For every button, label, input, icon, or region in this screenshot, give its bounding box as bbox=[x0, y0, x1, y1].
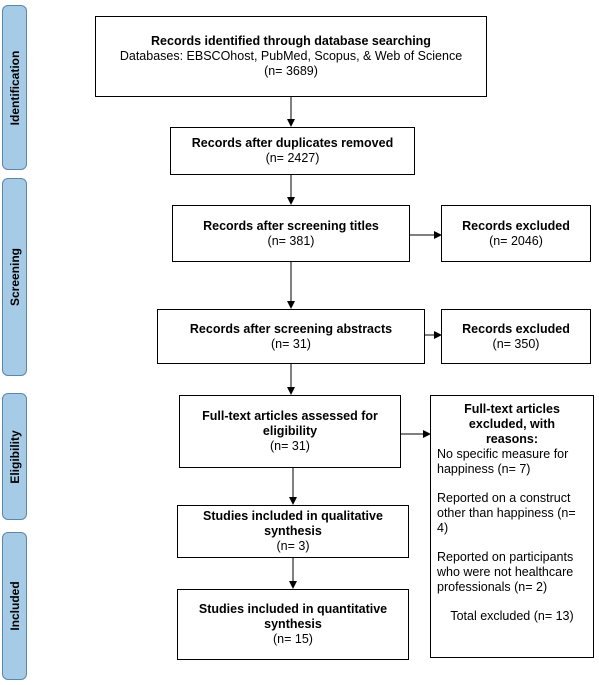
box-title: Records after screening abstracts bbox=[189, 321, 393, 336]
box-titles-excluded: Records excluded (n= 2046) bbox=[441, 205, 591, 262]
box-duplicates-removed: Records after duplicates removed (n= 242… bbox=[170, 127, 415, 175]
phase-eligibility: Eligibility bbox=[2, 393, 27, 520]
box-count: (n= 31) bbox=[270, 439, 310, 453]
box-title: Records excluded bbox=[462, 218, 570, 233]
box-title: Records identified through database sear… bbox=[151, 34, 431, 48]
phase-screening: Screening bbox=[2, 178, 27, 376]
box-qualitative-synthesis: Studies included in qualitative synthesi… bbox=[177, 505, 409, 558]
box-count: (n= 2046) bbox=[489, 233, 543, 248]
box-title: Studies included in qualitative synthesi… bbox=[203, 509, 383, 538]
box-count: (n= 15) bbox=[273, 632, 313, 646]
box-screening-titles: Records after screening titles (n= 381) bbox=[172, 205, 410, 262]
box-screening-abstracts: Records after screening abstracts (n= 31… bbox=[157, 309, 425, 364]
box-count: (n= 350) bbox=[492, 336, 540, 351]
exclusion-total: Total excluded (n= 13) bbox=[450, 609, 574, 623]
box-count: (n= 3689) bbox=[264, 64, 318, 78]
exclusion-reason: Reported on a construct other than happi… bbox=[437, 491, 576, 535]
box-fulltext-excluded: Full-text articles excluded, with reason… bbox=[430, 395, 594, 658]
box-count: (n= 31) bbox=[271, 336, 311, 351]
box-title: Full-text articles assessed for eligibil… bbox=[202, 409, 378, 438]
exclusion-reason: Reported on participants who were not he… bbox=[437, 550, 574, 594]
box-subtitle: Databases: EBSCOhost, PubMed, Scopus, & … bbox=[119, 49, 463, 63]
box-records-identified: Records identified through database sear… bbox=[95, 16, 487, 97]
box-title: Studies included in quantitative synthes… bbox=[198, 602, 388, 631]
phase-identification: Identification bbox=[2, 5, 27, 170]
box-fulltext-assessed: Full-text articles assessed for eligibil… bbox=[179, 395, 401, 468]
box-quantitative-synthesis: Studies included in quantitative synthes… bbox=[177, 589, 409, 660]
box-count: (n= 3) bbox=[276, 539, 310, 553]
box-title: Records after duplicates removed bbox=[191, 136, 394, 150]
box-title: Records excluded bbox=[462, 321, 570, 336]
phase-included: Included bbox=[2, 532, 27, 680]
box-title: Full-text articles excluded, with reason… bbox=[464, 402, 560, 446]
box-count: (n= 2427) bbox=[265, 151, 320, 165]
exclusion-reason: No specific measure for happiness (n= 7) bbox=[437, 447, 569, 476]
box-count: (n= 381) bbox=[267, 233, 315, 248]
box-title: Records after screening titles bbox=[203, 218, 379, 233]
box-abstracts-excluded: Records excluded (n= 350) bbox=[441, 309, 591, 364]
